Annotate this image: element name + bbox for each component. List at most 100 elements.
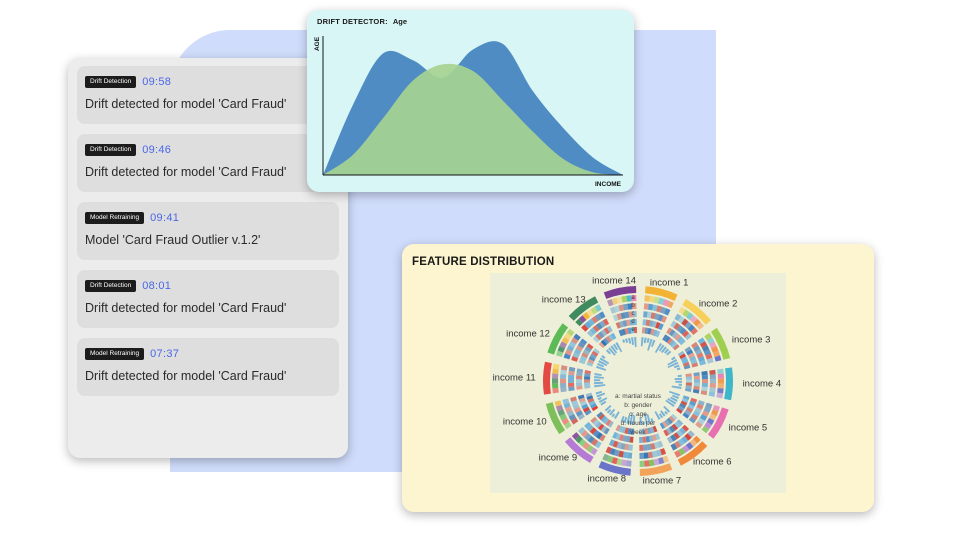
ring-cell [701,382,708,388]
ring-cell [570,396,577,402]
ring-cell [695,421,703,429]
ring-cell [591,438,599,446]
income-label: income 5 [728,422,768,434]
ring-cell [708,391,716,397]
notification-badge: Model Retraining [85,212,145,224]
ring-cell [652,320,658,328]
ring-cell [560,369,567,375]
ring-cell [595,421,602,429]
ring-cell [621,426,626,434]
hist-bar [677,374,682,378]
ring-cell [614,449,620,457]
hist-bar [597,396,602,401]
ring-cell [584,370,591,375]
ring-cell [598,341,605,349]
ring-cell [584,346,592,353]
ring-cell [645,435,650,443]
ring-cell [678,338,686,346]
ring-cell [552,368,559,374]
notification-item[interactable]: Model Retraining 09:41 Model 'Card Fraud… [77,202,339,260]
notification-item[interactable]: Drift Detection 08:01 Drift detected for… [77,270,339,328]
ring-cell [693,345,701,352]
notification-time: 08:01 [142,280,172,292]
ring-cell [576,368,584,373]
ring-cell [683,364,691,370]
ring-cell [593,348,600,355]
notification-item[interactable]: Drift Detection 09:46 Drift detected for… [77,134,339,192]
ring-cell [590,306,598,315]
ring-cell [648,435,654,442]
ring-cell [684,333,692,341]
ring-cell [624,427,629,434]
ring-cell [638,428,643,435]
hist-bar [595,390,603,395]
ring-cell [575,435,583,444]
ring-cell [571,356,579,362]
ring-cell [671,341,678,349]
ring-cell [619,320,625,328]
ring-cell [697,417,706,425]
ring-cell [671,331,679,339]
ring-cell [557,345,565,353]
ring-cell [684,346,692,353]
ring-cell [586,309,594,317]
ring-cell [599,434,606,442]
ring-cell [703,349,711,356]
ring-cell [630,428,635,435]
ring-cell [651,434,657,442]
ring-cell [584,376,591,380]
ring-cell [687,352,695,359]
ring-cell [647,303,654,311]
ring-cell [685,442,694,450]
hist-bar [596,392,606,398]
notification-item[interactable]: Drift Detection 09:58 Drift detected for… [77,66,339,124]
ring-cell [573,333,581,341]
notification-item[interactable]: Model Retraining 07:37 Drift detected fo… [77,338,339,396]
y-axis-label: AGE [314,36,321,51]
ring-cell [717,383,724,389]
ring-cell [598,413,605,421]
income-segment [564,437,594,464]
ring-cell [574,407,582,414]
ring-cell [693,382,700,387]
ring-cell [590,416,598,424]
ring-cell [590,447,598,456]
ring-cell [618,304,625,312]
legend-line: c: age [629,411,647,418]
hist-bar [594,381,604,385]
ring-cell [589,427,597,435]
ring-cell [582,349,590,356]
ring-cell [697,337,706,345]
income-segment [724,367,733,401]
ring-cell [578,315,587,323]
hist-bar [643,337,647,344]
ring-cell [576,385,583,390]
ring-cell [587,358,595,364]
ring-cell [644,327,649,334]
hist-bar [647,338,653,351]
ring-cell [581,324,589,332]
ring-cell [660,448,667,456]
ring-cell [577,394,585,400]
ring-cell [668,425,676,433]
notification-message: Drift detected for model 'Card Fraud' [85,165,287,179]
drift-chart: INCOME AGE [314,36,623,188]
ring-cell [664,419,671,427]
income-segment [598,461,631,476]
ring-cell [584,421,592,429]
ring-cell [674,441,682,449]
ring-letter: a [631,295,635,301]
ring-cell [662,421,668,428]
ring-cell [653,296,660,304]
ring-cell [653,441,660,449]
drift-feature-name: Age [392,17,408,26]
ring-cell [658,323,664,331]
ring-cell [701,425,710,434]
area-series-2 [323,63,623,176]
ring-cell [578,397,586,403]
ring-cell [584,382,591,386]
ring-cell [663,429,670,437]
hist-bar [601,354,606,359]
ring-cell [699,341,708,348]
hist-bar [658,344,665,352]
